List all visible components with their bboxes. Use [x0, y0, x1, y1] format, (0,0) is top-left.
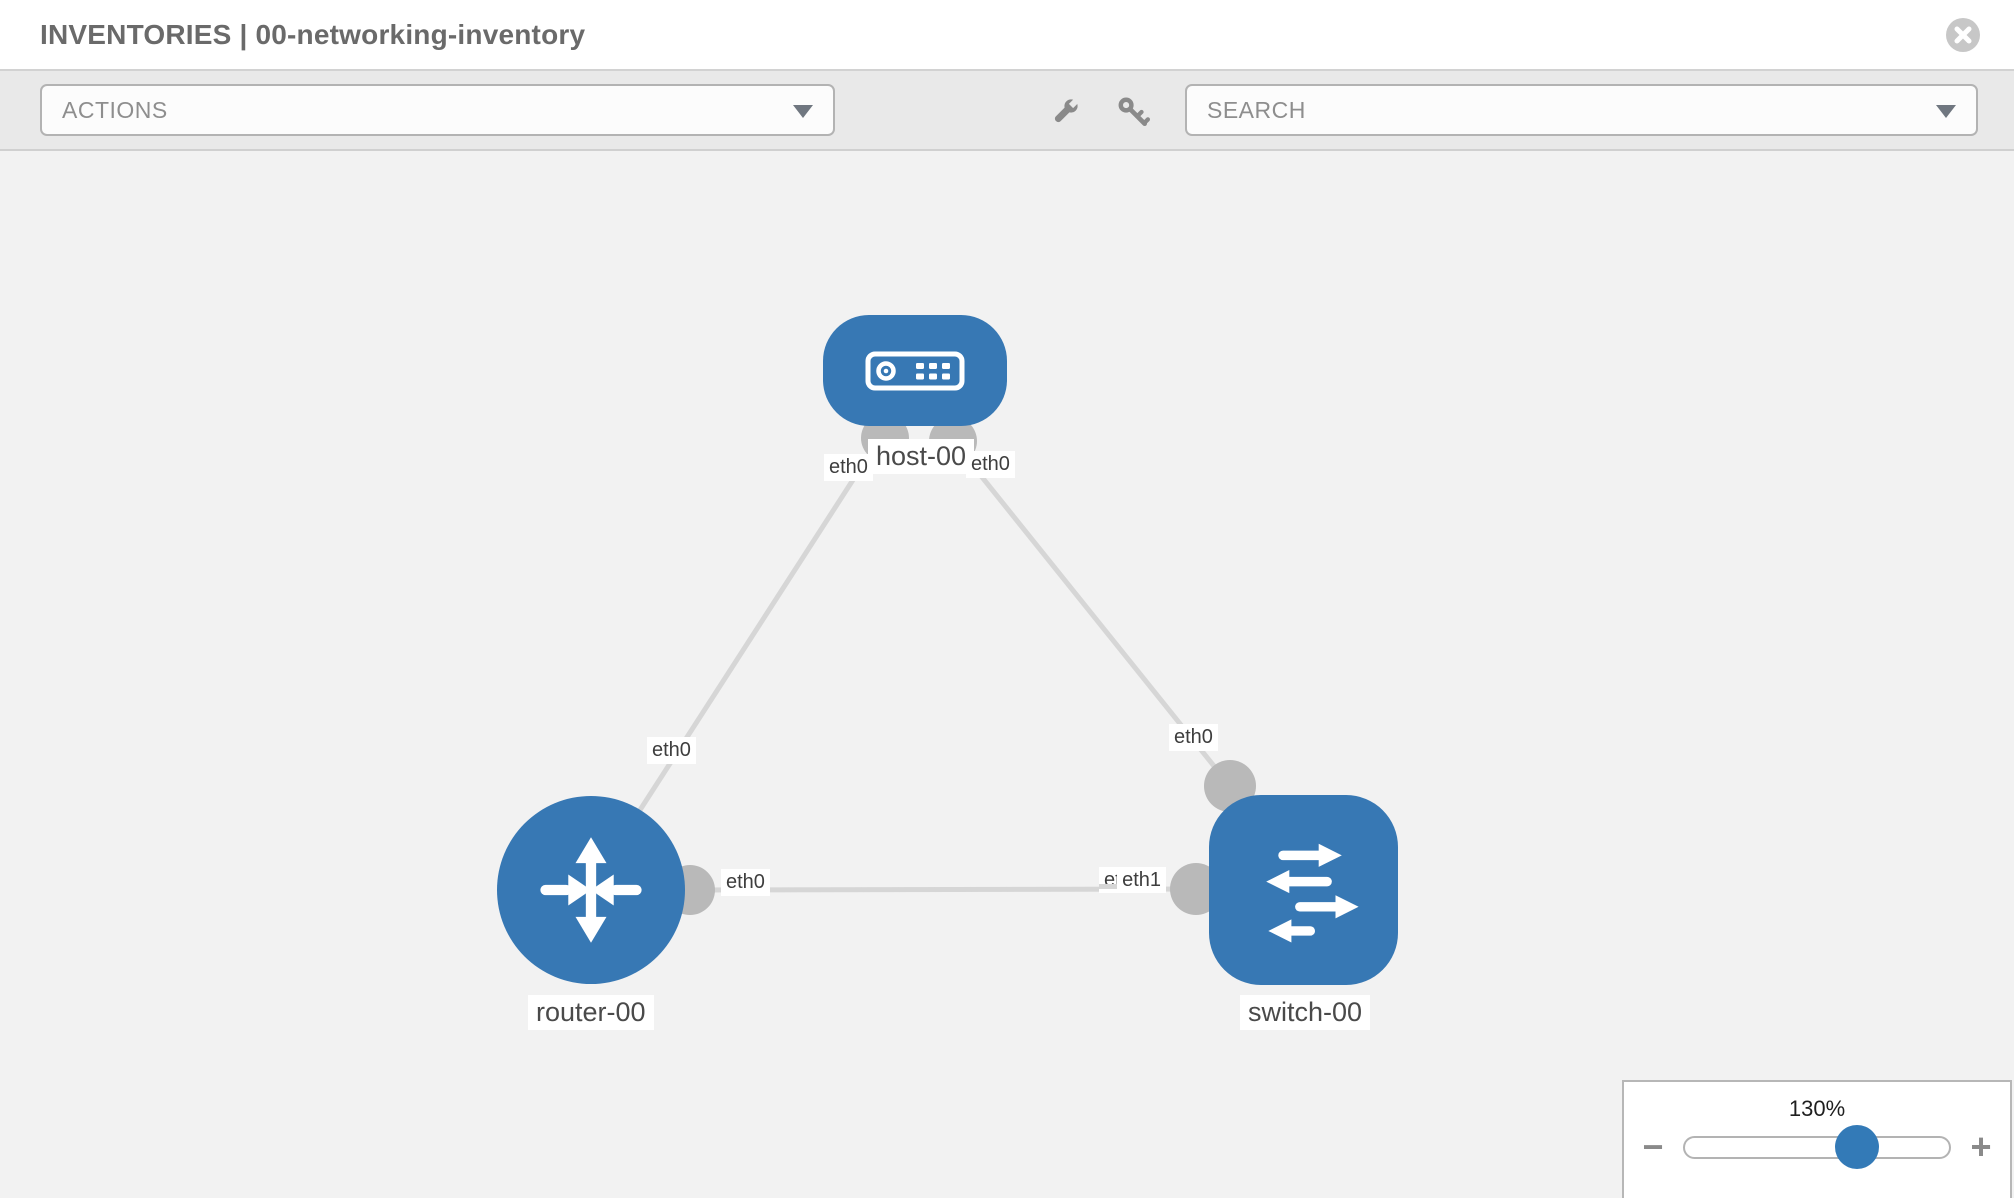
- header: INVENTORIES | 00-networking-inventory: [0, 0, 2014, 71]
- node-switch-00[interactable]: [1209, 795, 1398, 985]
- key-icon: [1118, 97, 1150, 127]
- port-label-eth1: eth1: [1117, 867, 1167, 893]
- node-label-host-00: host-00: [868, 439, 975, 474]
- node-label-switch-00: switch-00: [1240, 995, 1371, 1030]
- links-layer: [637, 414, 1256, 915]
- topology-canvas[interactable]: host-00 router-00 switch-00 eth0 eth0 et…: [0, 151, 2014, 1198]
- switch-icon: [1265, 843, 1359, 943]
- zoom-in-button[interactable]: +: [1970, 1126, 1992, 1167]
- chevron-down-icon: [1936, 105, 1956, 118]
- router-icon: [540, 837, 642, 943]
- actions-dropdown-label: ACTIONS: [62, 97, 168, 123]
- zoom-slider[interactable]: [1683, 1124, 1951, 1169]
- zoom-slider-handle[interactable]: [1835, 1124, 1879, 1169]
- server-icon: [865, 351, 965, 390]
- port-label-eth0: eth0: [1169, 724, 1218, 751]
- zoom-level: 130%: [1788, 1096, 1846, 1121]
- port-label-eth0: eth0: [966, 451, 1015, 478]
- actions-dropdown[interactable]: ACTIONS: [40, 84, 835, 136]
- zoom-panel: 130% − +: [1622, 1080, 2012, 1198]
- node-host-00[interactable]: [823, 315, 1007, 426]
- node-label-router-00: router-00: [528, 995, 654, 1030]
- key-button[interactable]: [1116, 95, 1150, 129]
- wrench-icon: [1054, 97, 1080, 123]
- toolbar: ACTIONS SEARCH: [0, 71, 2014, 151]
- port-label-eth0: eth0: [721, 869, 770, 896]
- zoom-out-button[interactable]: −: [1642, 1126, 1664, 1167]
- close-button[interactable]: [1946, 18, 1980, 52]
- chevron-down-icon: [793, 105, 813, 118]
- node-router-00[interactable]: [497, 796, 685, 984]
- port-label-eth0: eth0: [824, 454, 873, 481]
- port-label-eth0: eth0: [647, 737, 696, 764]
- search-dropdown[interactable]: SEARCH: [1185, 84, 1978, 136]
- close-icon: [1954, 26, 1972, 44]
- search-placeholder: SEARCH: [1207, 97, 1306, 123]
- wrench-button[interactable]: [1048, 95, 1082, 129]
- page-title: INVENTORIES | 00-networking-inventory: [40, 19, 586, 50]
